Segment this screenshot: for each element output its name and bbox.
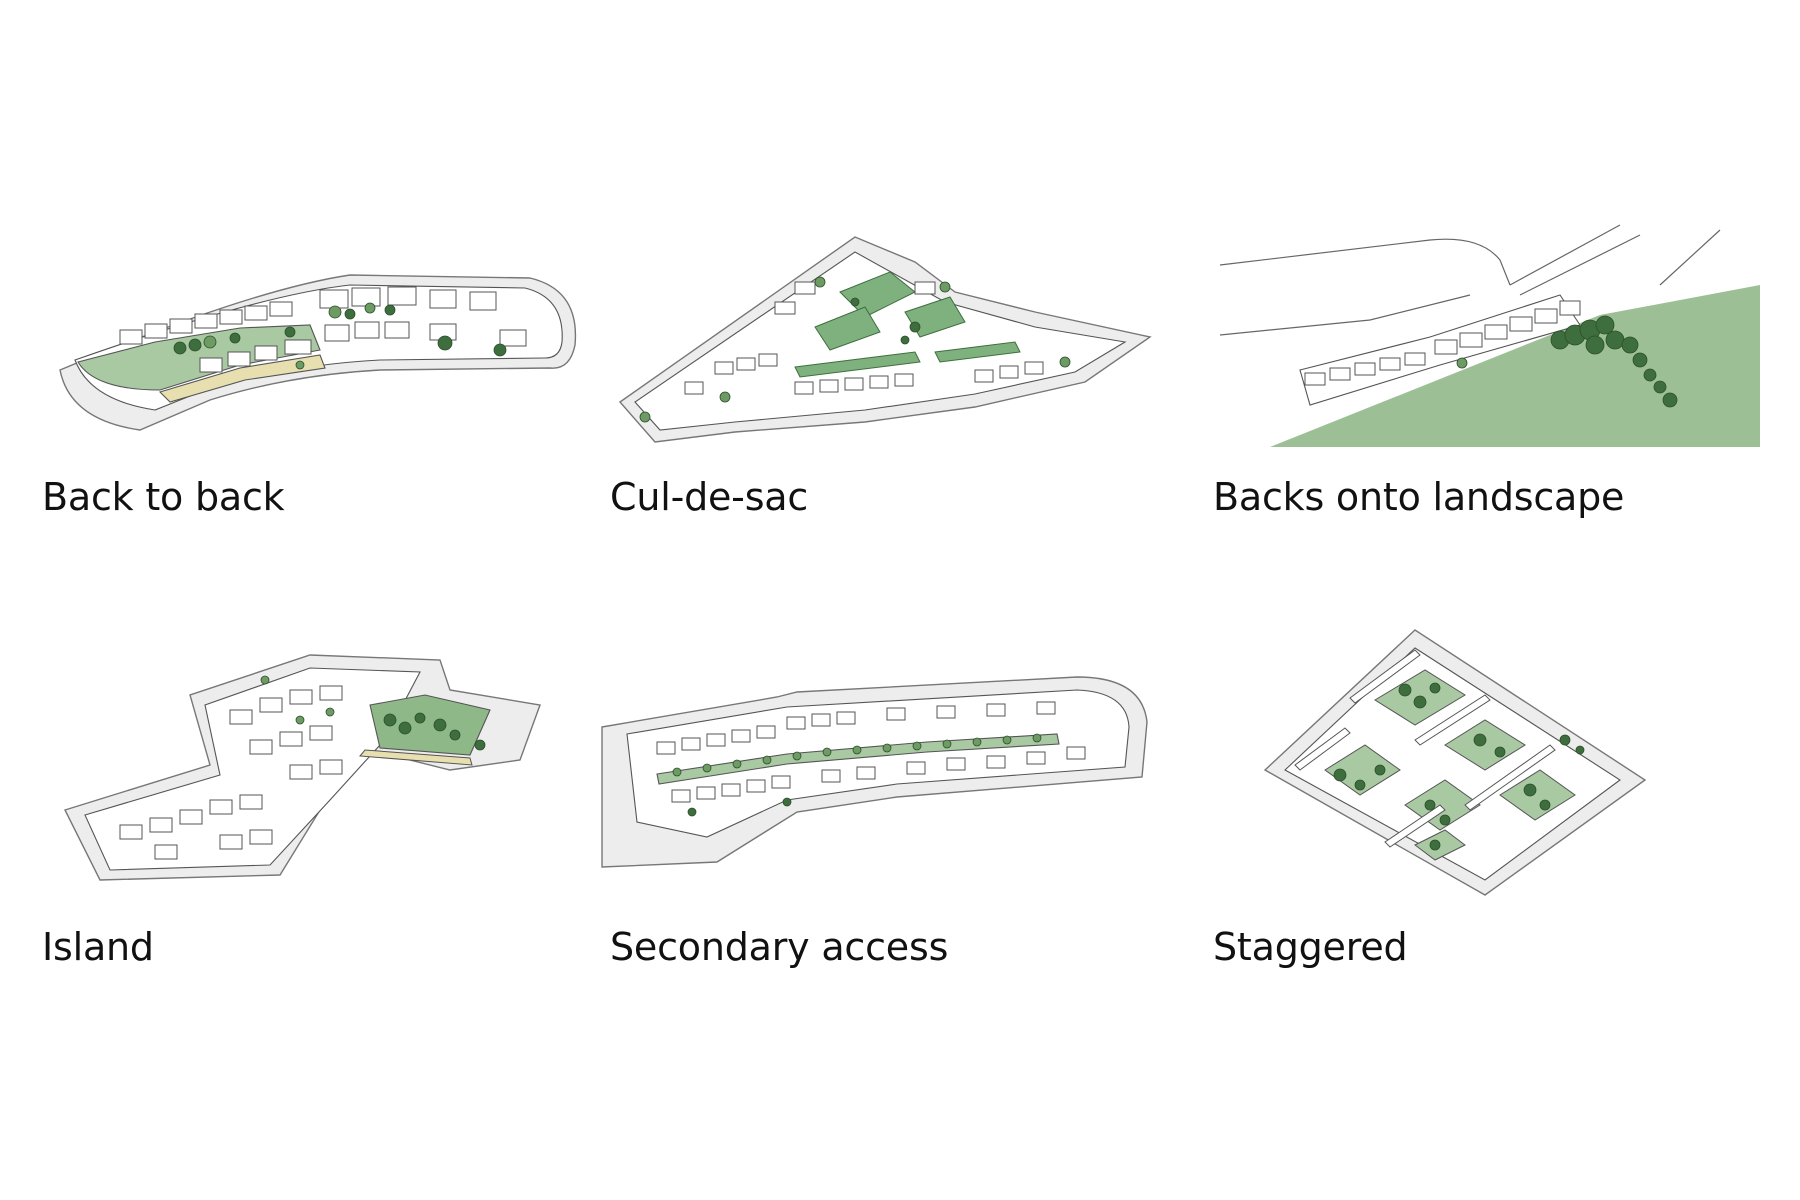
panel-island [60, 650, 560, 885]
panel-staggered [1263, 629, 1647, 900]
trees [672, 733, 1042, 817]
panel-cul-de-sac [615, 232, 1155, 447]
green-frontage [77, 324, 321, 391]
trees [260, 675, 486, 751]
development-block [626, 689, 1130, 838]
backs-onto-landscape-diagram [1219, 224, 1760, 447]
house-rows [1304, 300, 1581, 386]
house-rows [684, 281, 1044, 395]
main-road [1219, 224, 1721, 336]
trees [639, 276, 1071, 423]
caption-island: Island [42, 925, 154, 969]
house-rows [119, 286, 527, 373]
island-diagram [64, 654, 541, 881]
secondary-access-diagram [601, 676, 1148, 868]
panel-backs-onto-landscape [1219, 224, 1760, 450]
caption-secondary-access: Secondary access [610, 925, 949, 969]
panel-back-to-back [50, 250, 590, 450]
cul-de-sac-diagram [618, 236, 1152, 443]
caption-back-to-back: Back to back [42, 475, 285, 519]
house-rows [656, 701, 1086, 803]
landscape-area [1270, 285, 1760, 447]
staggered-diagram [1263, 629, 1647, 896]
paving-strip [158, 354, 326, 403]
caption-cul-de-sac: Cul-de-sac [610, 475, 809, 519]
trees [173, 302, 507, 370]
island-edge [358, 749, 473, 766]
island-courtyard [369, 694, 491, 756]
panel-secondary-access [597, 672, 1157, 877]
terrace-rows [1294, 649, 1556, 848]
house-blocks [119, 685, 343, 860]
trees [1333, 682, 1585, 851]
trees [1456, 315, 1678, 408]
caption-backs-onto-landscape: Backs onto landscape [1213, 475, 1625, 519]
back-to-back-diagram [59, 274, 577, 431]
green-lane [656, 733, 1060, 785]
caption-staggered: Staggered [1213, 925, 1408, 969]
